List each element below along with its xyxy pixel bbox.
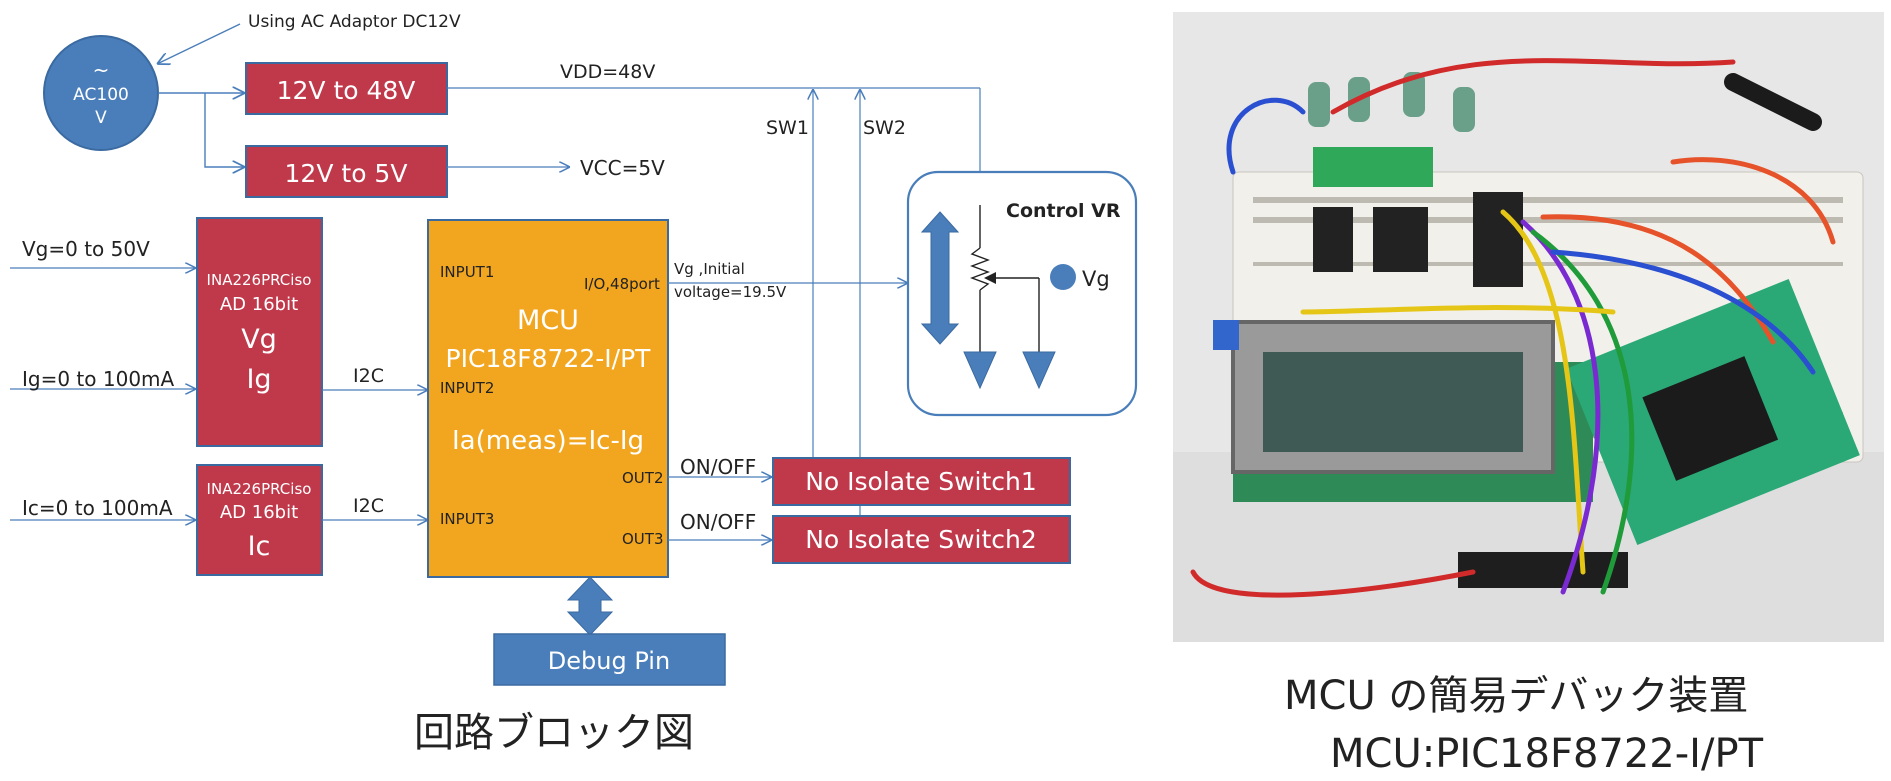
mcu-formula: Ia(meas)=Ic-Ig [452, 426, 644, 456]
mcu-input1: INPUT1 [440, 263, 494, 281]
mcu-input3: INPUT3 [440, 510, 494, 528]
mcu-block: INPUT1 I/O,48port MCU PIC18F8722-I/PT IN… [427, 219, 669, 578]
adc2-chip: INA226PRCiso [207, 480, 312, 498]
converter-48-label: 12V to 48V [277, 76, 416, 105]
debug-connection-double-arrow-icon [566, 576, 614, 636]
double-arrow-icon [920, 211, 960, 345]
switch-1-label: No Isolate Switch1 [805, 467, 1037, 496]
adc-block-ic: INA226PRCiso AD 16bit Ic [196, 464, 323, 576]
block-diagram-caption: 回路ブロック図 [414, 710, 694, 756]
vg-range-label: Vg=0 to 50V [22, 237, 150, 261]
device-photo [1173, 12, 1884, 642]
vcc-label: VCC=5V [580, 156, 665, 180]
photo-caption-title: MCU の簡易デバック装置 [1284, 673, 1749, 719]
mcu-part: PIC18F8722-I/PT [446, 344, 652, 373]
adc1-resolution: AD 16bit [220, 294, 298, 315]
debug-pin-label: Debug Pin [548, 647, 670, 675]
adaptor-note: Using AC Adaptor DC12V [248, 12, 461, 32]
control-vr-block: Control VR Vg [906, 170, 1138, 417]
vg-initial-voltage: voltage=19.5V [674, 283, 787, 301]
adaptor-pointer-arrow [157, 23, 241, 64]
debug-pin-block: Debug Pin [493, 633, 726, 686]
potentiometer-symbol [963, 205, 1056, 390]
ac-label: AC100 [73, 85, 129, 105]
mcu-title: MCU [517, 305, 579, 336]
mcu-io-port: I/O,48port [584, 275, 660, 293]
control-vr-vg: Vg [1082, 267, 1110, 291]
adc1-vg: Vg [241, 324, 277, 355]
circuit-block-diagram: ~ AC100 V Using AC Adaptor DC12V 12V to … [10, 12, 1138, 686]
adc2-ic: Ic [248, 531, 271, 562]
vdd-label: VDD=48V [560, 61, 655, 83]
mcu-input2: INPUT2 [440, 379, 494, 397]
ac-unit: V [95, 108, 107, 128]
adc2-resolution: AD 16bit [220, 502, 298, 523]
photo-caption-part: MCU:PIC18F8722-I/PT [1330, 731, 1764, 777]
vg-node-icon [1050, 264, 1076, 290]
control-vr-title: Control VR [1006, 200, 1121, 222]
ac-source: ~ AC100 V [43, 35, 159, 151]
converter-12v-48v: 12V to 48V [245, 62, 448, 115]
converter-5-label: 12V to 5V [285, 159, 408, 188]
sw2-label: SW2 [863, 117, 906, 139]
adc1-ig: Ig [246, 364, 271, 395]
ac-symbol: ~ [93, 58, 110, 82]
i2c-label-2: I2C [353, 495, 384, 517]
switch-2: No Isolate Switch2 [772, 515, 1071, 564]
switch-2-label: No Isolate Switch2 [805, 525, 1037, 554]
converter-12v-5v: 12V to 5V [245, 145, 448, 198]
adc1-chip: INA226PRCiso [207, 271, 312, 289]
sw1-label: SW1 [766, 117, 809, 139]
mcu-out2: OUT2 [622, 469, 664, 487]
onoff-label-1: ON/OFF [680, 455, 756, 479]
adc-block-vg-ig: INA226PRCiso AD 16bit Vg Ig [196, 217, 323, 447]
onoff-label-2: ON/OFF [680, 510, 756, 534]
i2c-label-1: I2C [353, 365, 384, 387]
power-arrow-5 [204, 93, 245, 167]
mcu-out3: OUT3 [622, 530, 664, 548]
ig-range-label: Ig=0 to 100mA [22, 367, 175, 391]
switch-1: No Isolate Switch1 [772, 457, 1071, 506]
ic-range-label: Ic=0 to 100mA [22, 496, 173, 520]
vg-initial-label: Vg ,Initial [674, 260, 745, 278]
